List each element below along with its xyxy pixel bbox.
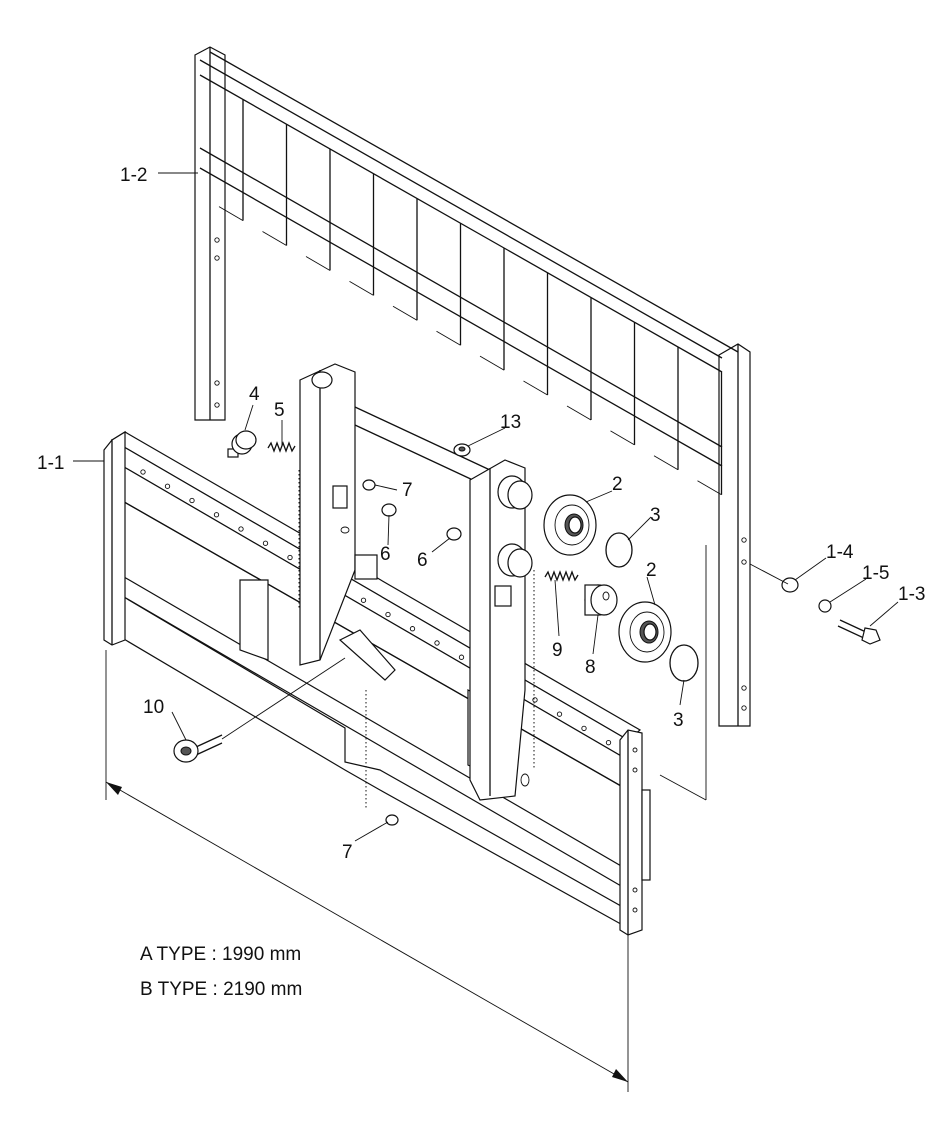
collar <box>584 584 618 616</box>
carriage-hole <box>262 540 269 546</box>
type-b-note: B TYPE : 2190 mm <box>140 979 302 1000</box>
label-1-5: 1-5 <box>862 563 889 584</box>
carriage-hole <box>213 512 220 518</box>
label-3-lower: 3 <box>673 710 684 731</box>
backrest-slat-edge <box>610 430 635 446</box>
nut-13 <box>453 443 471 457</box>
backrest-slat-edge <box>392 305 418 321</box>
backrest-slat-edge <box>523 380 548 396</box>
backrest-frame <box>194 46 751 727</box>
backrest-slat-edge <box>653 455 679 471</box>
label-13: 13 <box>500 412 521 433</box>
label-1-3: 1-3 <box>898 584 925 605</box>
label-6-right: 6 <box>417 550 428 571</box>
label-2-lower: 2 <box>646 560 657 581</box>
carriage-hole <box>605 740 612 746</box>
label-3-upper: 3 <box>650 505 661 526</box>
backrest-slat-edge <box>305 256 331 271</box>
carriage-hole <box>581 725 587 732</box>
label-2-upper: 2 <box>612 474 623 495</box>
backrest-slat-edge <box>479 355 505 371</box>
label-1-1: 1-1 <box>37 453 64 474</box>
label-1-4: 1-4 <box>826 542 854 563</box>
label-4: 4 <box>249 384 260 405</box>
washer-1-5 <box>818 599 832 613</box>
type-a-note: A TYPE : 1990 mm <box>140 944 301 965</box>
dimension-line <box>105 650 629 1092</box>
washer-1-4 <box>781 577 799 593</box>
carriage-hole <box>434 640 440 646</box>
carriage-hole <box>385 611 391 618</box>
backrest-slat-edge <box>566 405 592 421</box>
stopper <box>227 430 257 458</box>
backrest-slat-edge <box>697 480 722 496</box>
label-9: 9 <box>552 640 563 661</box>
bearing-upper <box>543 494 597 556</box>
label-6-left: 6 <box>380 544 391 565</box>
nut-6-left <box>381 503 397 517</box>
snap-ring-lower <box>669 644 699 682</box>
label-7-upper: 7 <box>402 480 413 501</box>
backrest-slat-edge <box>218 206 244 222</box>
leader-lines <box>73 172 899 842</box>
carriage-hole <box>360 597 367 603</box>
nut-7-upper <box>362 479 376 491</box>
bolt-10 <box>173 734 223 763</box>
nut-7-lower <box>385 814 399 826</box>
label-7-lower: 7 <box>342 842 353 863</box>
backrest-slat-edge <box>262 231 287 246</box>
snap-ring-upper <box>605 532 633 568</box>
carriage-hole <box>458 654 465 660</box>
bolt-1-3 <box>837 619 881 645</box>
carriage-hole <box>238 526 244 532</box>
carriage-hole <box>189 497 195 504</box>
side-shift-mount <box>299 363 533 801</box>
spring-9 <box>544 570 579 582</box>
carriage-hole <box>532 697 538 703</box>
backrest-slat-edge <box>436 330 461 346</box>
label-5: 5 <box>274 400 285 421</box>
bearing-lower <box>618 601 672 663</box>
spring-5 <box>267 441 296 453</box>
carriage-hole <box>287 554 293 561</box>
carriage-hole <box>409 626 416 632</box>
carriage-hole <box>140 469 146 475</box>
label-10: 10 <box>143 697 164 718</box>
label-1-2: 1-2 <box>120 165 147 186</box>
label-8: 8 <box>585 657 596 678</box>
carriage-hole <box>164 483 171 489</box>
backrest-slat-edge <box>349 280 374 296</box>
carriage-hole <box>556 711 563 717</box>
nut-6-right <box>446 527 462 541</box>
